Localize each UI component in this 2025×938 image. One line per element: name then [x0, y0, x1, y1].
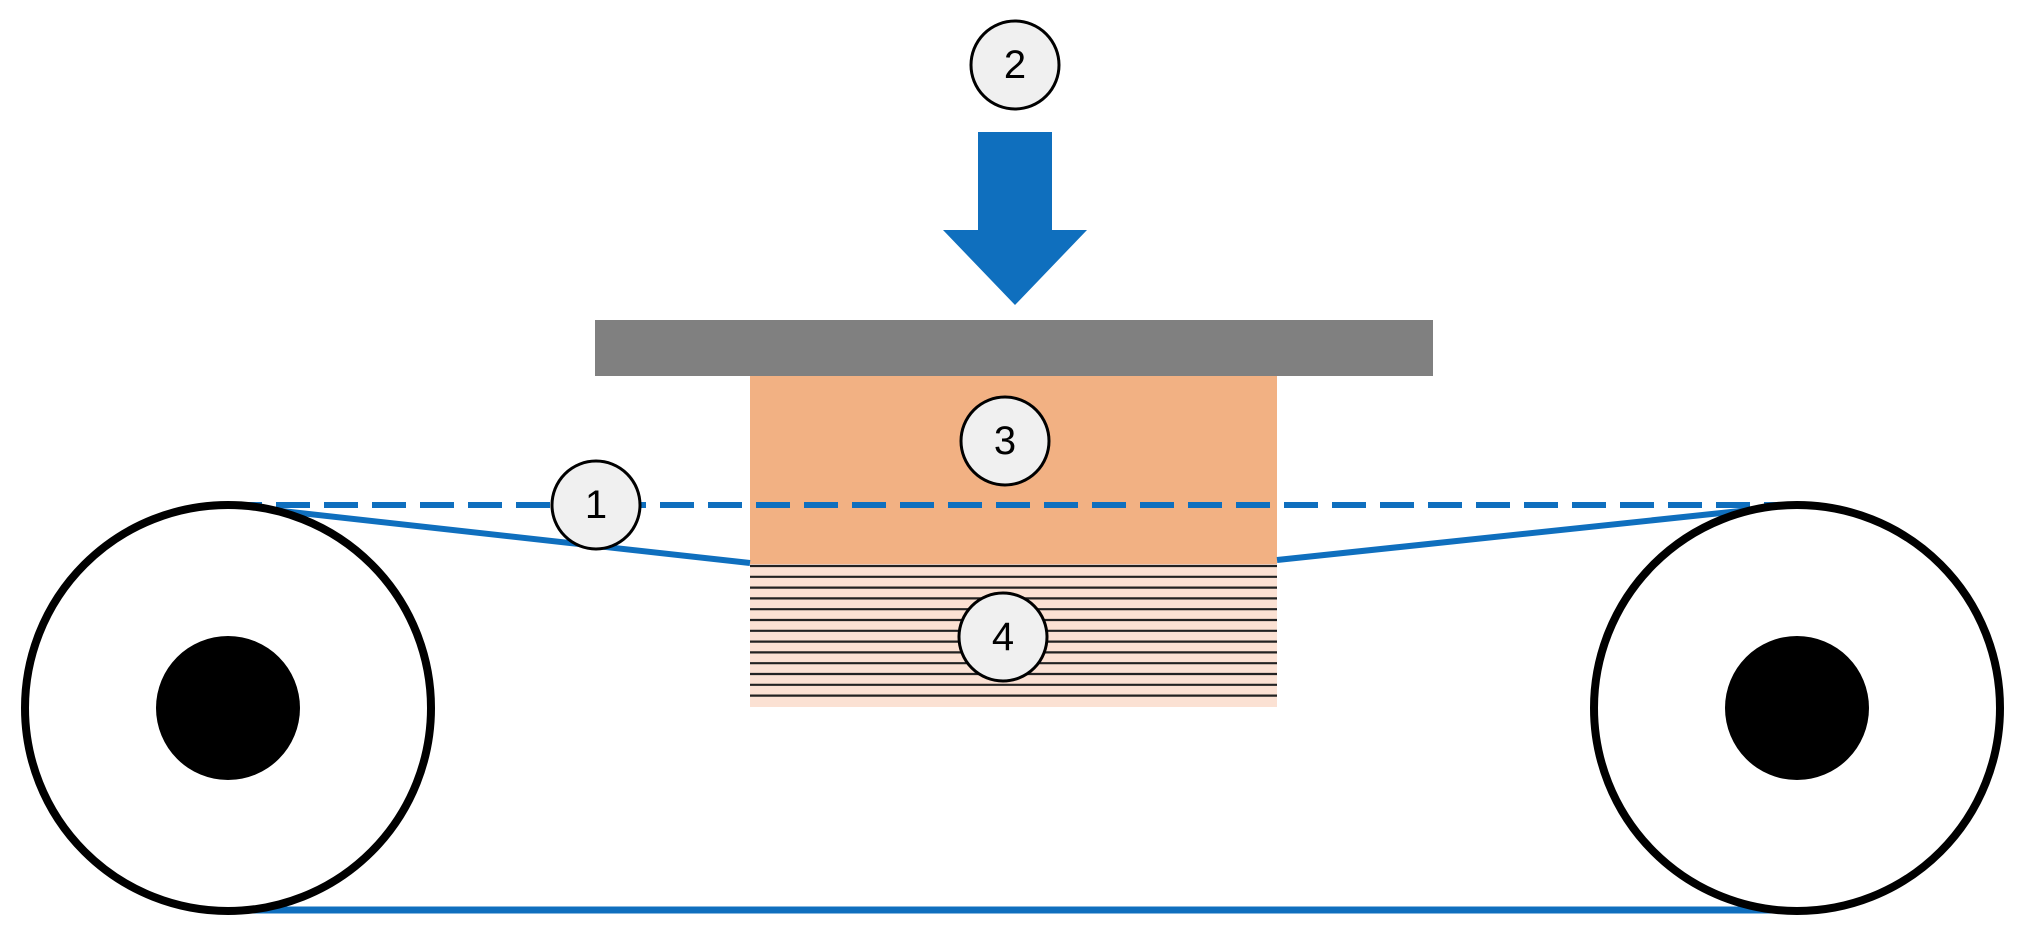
callout-3-label: 3	[994, 419, 1016, 463]
callout-2: 2	[969, 19, 1061, 111]
callout-2-circle	[969, 19, 1061, 111]
right-roller	[1590, 501, 2004, 915]
left-roller-hub	[156, 636, 300, 780]
down-arrow-icon	[943, 132, 1087, 305]
callout-4: 4	[957, 591, 1049, 683]
callout-1-circle	[550, 459, 642, 551]
callout-1-label: 1	[585, 483, 607, 527]
belt-right-segment	[1276, 502, 1798, 563]
press-plate	[595, 320, 1433, 376]
callout-1: 1	[550, 459, 642, 551]
left-roller	[21, 501, 435, 915]
callout-4-circle	[957, 591, 1049, 683]
callout-3-circle	[959, 395, 1051, 487]
callout-4-label: 4	[992, 615, 1014, 659]
callout-3: 3	[959, 395, 1051, 487]
callout-2-label: 2	[1004, 43, 1026, 87]
belt-left-segment	[227, 502, 751, 566]
right-roller-hub	[1725, 636, 1869, 780]
